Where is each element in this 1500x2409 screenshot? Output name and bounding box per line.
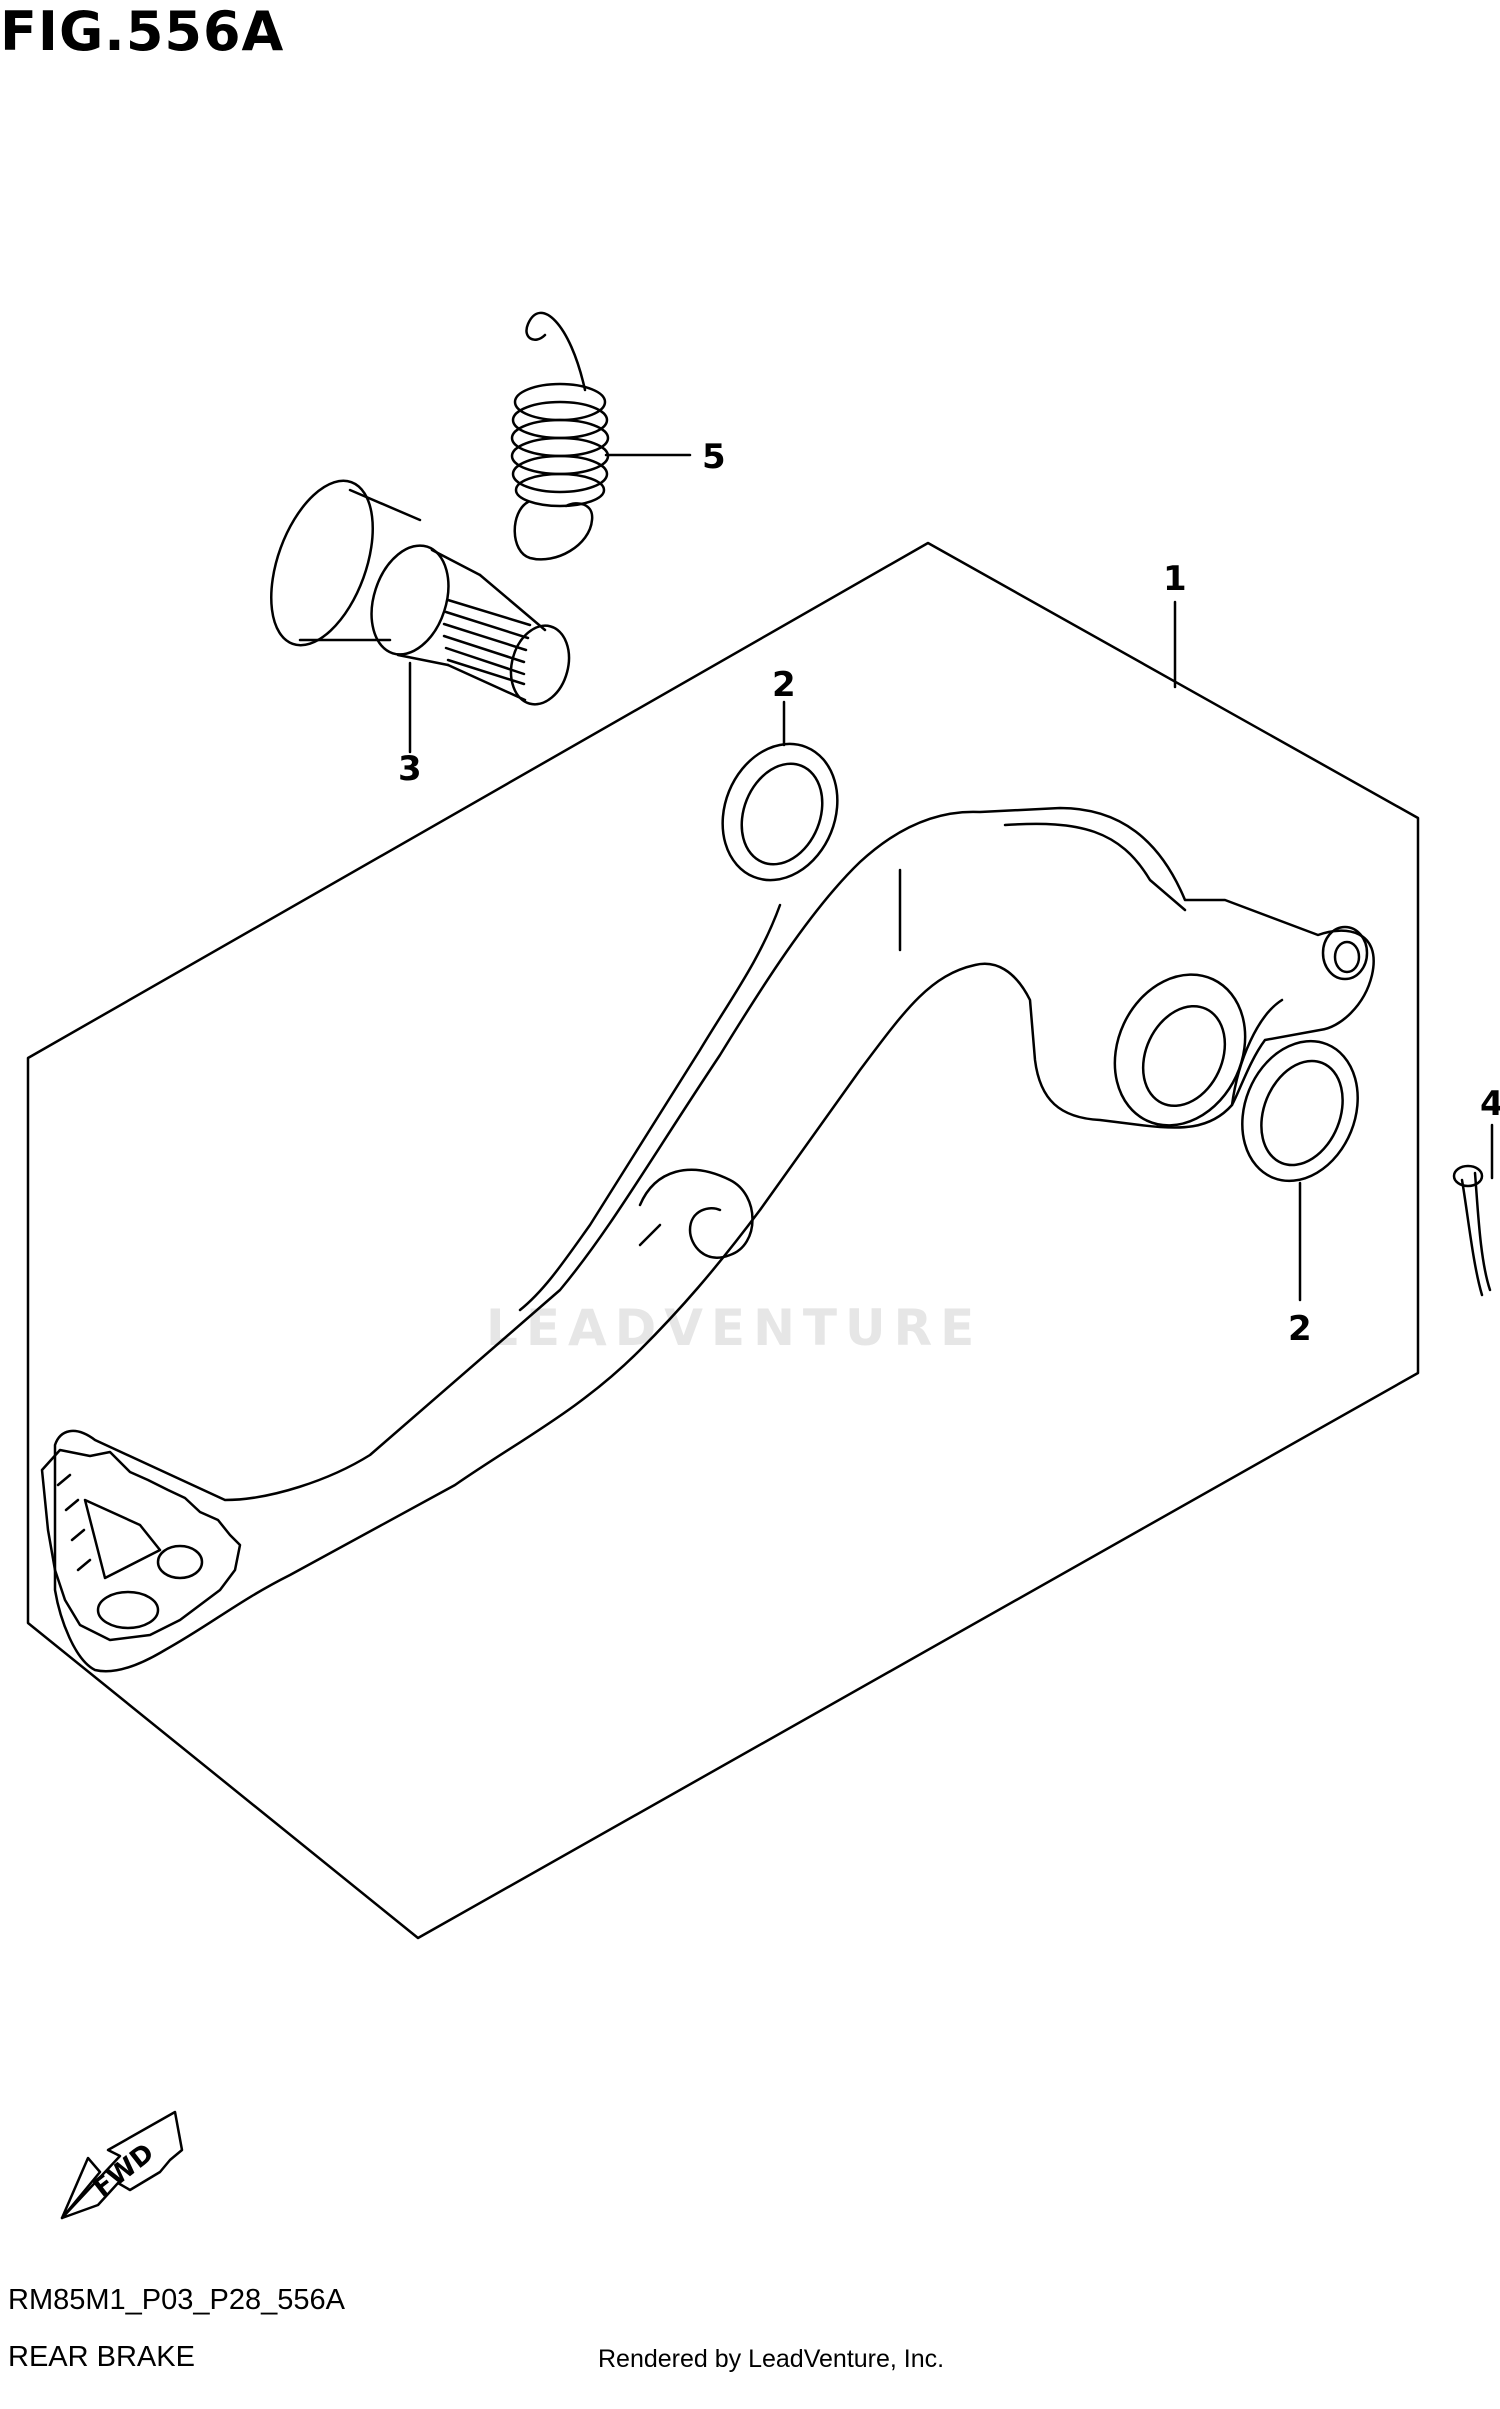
bolt-thread — [442, 598, 532, 686]
callout-1: 1 — [1163, 559, 1187, 599]
diagram-code: RM85M1_P03_P28_556A — [8, 2284, 345, 2316]
callout-5: 5 — [702, 437, 726, 477]
figure-title: FIG.556A — [0, 0, 285, 63]
callout-3: 3 — [398, 749, 422, 789]
pivot-bolt[interactable] — [251, 467, 577, 711]
return-spring[interactable] — [510, 311, 610, 561]
callout-labels: 1 2 2 3 4 5 — [398, 437, 1500, 1349]
cotter-pin[interactable] — [1452, 1164, 1492, 1297]
watermark: LEADVENTURE — [486, 1299, 982, 1357]
leader-lines — [408, 453, 1494, 1302]
fwd-label: FWD — [88, 2138, 160, 2204]
callout-2-upper: 2 — [772, 665, 796, 705]
brake-pedal[interactable] — [40, 806, 1375, 1673]
fwd-arrow-icon: FWD — [60, 2110, 184, 2220]
render-credit: Rendered by LeadVenture, Inc. — [598, 2345, 945, 2373]
washer-lower[interactable] — [1222, 1024, 1378, 1199]
svg-text:LEADVENTURE: LEADVENTURE — [486, 1299, 982, 1357]
section-name: REAR BRAKE — [8, 2341, 195, 2373]
callout-4: 4 — [1480, 1084, 1500, 1124]
callout-2-lower: 2 — [1288, 1309, 1312, 1349]
assembly-outline — [26, 541, 1420, 1940]
washer-upper[interactable] — [703, 726, 857, 897]
